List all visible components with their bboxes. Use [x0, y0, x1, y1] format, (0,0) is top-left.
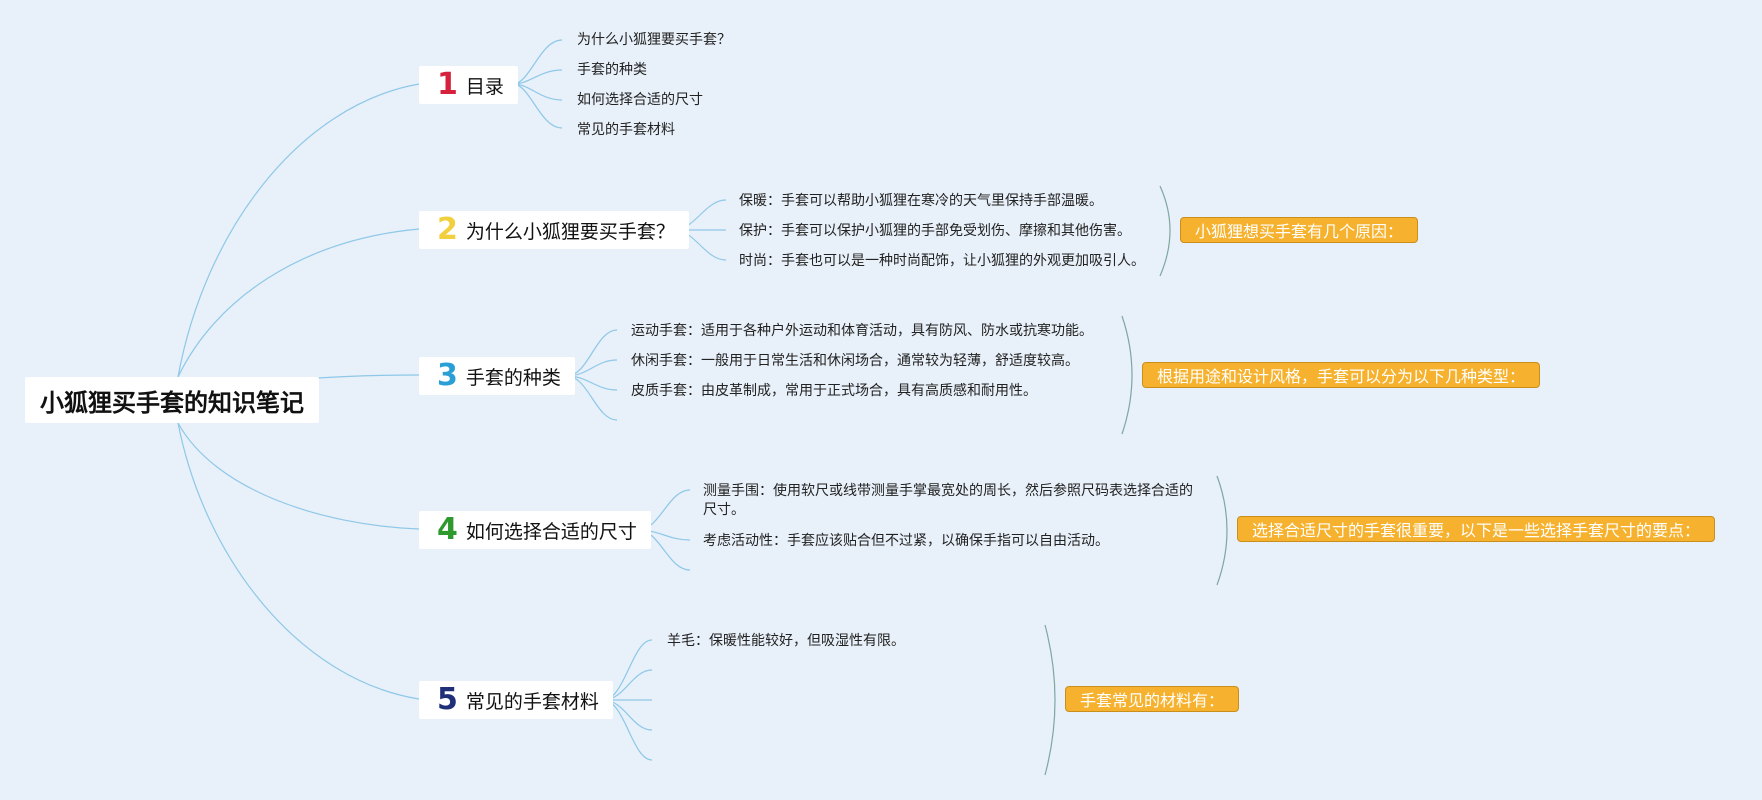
- topic-3-item-1[interactable]: 运动手套：适用于各种户外运动和体育活动，具有防风、防水或抗寒功能。: [631, 323, 1093, 339]
- topic-2-item-2[interactable]: 保护：手套可以保护小狐狸的手部免受划伤、摩擦和其他伤害。: [739, 223, 1131, 239]
- topic-4-choose-size[interactable]: 4 如何选择合适的尺寸: [419, 511, 651, 549]
- topic-2-item-1[interactable]: 保暖：手套可以帮助小狐狸在寒冷的天气里保持手部温暖。: [739, 193, 1103, 209]
- topic-5-number: 5: [437, 682, 458, 717]
- root-topic[interactable]: 小狐狸买手套的知识笔记: [25, 377, 319, 423]
- topic-1-label: 目录: [465, 75, 504, 98]
- bracket-topic-5: [1044, 624, 1056, 776]
- topic-5-summary[interactable]: 手套常见的材料有：: [1065, 686, 1240, 712]
- topic-5-materials[interactable]: 5 常见的手套材料: [419, 681, 613, 719]
- topic-2-number: 2: [437, 212, 458, 247]
- link-topic-1-item-4: [512, 83, 563, 129]
- topic-3-summary[interactable]: 根据用途和设计风格，手套可以分为以下几种类型：: [1142, 362, 1541, 388]
- topic-3-label: 手套的种类: [465, 366, 561, 389]
- topic-4-item-1-cont: 尺寸。: [703, 502, 745, 518]
- topic-4-label: 如何选择合适的尺寸: [465, 520, 637, 543]
- link-root-topic-5: [177, 422, 420, 700]
- topic-4-summary[interactable]: 选择合适尺寸的手套很重要，以下是一些选择手套尺寸的要点：: [1237, 516, 1716, 542]
- topic-3-glove-types[interactable]: 3 手套的种类: [419, 357, 575, 395]
- topic-2-label: 为什么小狐狸要买手套？: [465, 220, 675, 243]
- topic-1-item-3[interactable]: 如何选择合适的尺寸: [577, 92, 703, 108]
- topic-2-item-3[interactable]: 时尚：手套也可以是一种时尚配饰，让小狐狸的外观更加吸引人。: [739, 253, 1145, 269]
- topic-4-number: 4: [437, 512, 458, 547]
- topic-5-label: 常见的手套材料: [465, 690, 599, 713]
- bracket-topic-4: [1216, 475, 1228, 586]
- topic-2-why-buy[interactable]: 2 为什么小狐狸要买手套？: [419, 211, 689, 249]
- link-root-topic-3: [317, 374, 420, 379]
- topic-1-item-1[interactable]: 为什么小狐狸要买手套？: [577, 32, 731, 48]
- bracket-topic-3: [1121, 315, 1133, 435]
- topic-4-item-2[interactable]: 考虑活动性：手套应该贴合但不过紧，以确保手指可以自由活动。: [703, 533, 1109, 549]
- topic-2-summary[interactable]: 小狐狸想买手套有几个原因：: [1180, 217, 1419, 243]
- link-root-topic-1: [177, 83, 420, 378]
- topic-1-item-4[interactable]: 常见的手套材料: [577, 122, 675, 138]
- topic-4-item-1[interactable]: 测量手围：使用软尺或线带测量手掌最宽处的周长，然后参照尺码表选择合适的: [703, 483, 1193, 499]
- link-topic-1-item-1: [512, 39, 563, 85]
- link-root-topic-2: [177, 228, 420, 378]
- topic-3-number: 3: [437, 358, 458, 393]
- topic-3-item-2[interactable]: 休闲手套：一般用于日常生活和休闲场合，通常较为轻薄，舒适度较高。: [631, 353, 1079, 369]
- link-root-topic-4: [177, 422, 420, 530]
- topic-1-item-2[interactable]: 手套的种类: [577, 62, 647, 78]
- topic-5-item-1[interactable]: 羊毛：保暖性能较好，但吸湿性有限。: [667, 633, 905, 649]
- topic-1-number: 1: [437, 67, 458, 102]
- topic-1-contents[interactable]: 1 目录: [419, 66, 518, 104]
- bracket-topic-2: [1159, 185, 1171, 277]
- topic-3-item-3[interactable]: 皮质手套：由皮革制成，常用于正式场合，具有高质感和耐用性。: [631, 383, 1037, 399]
